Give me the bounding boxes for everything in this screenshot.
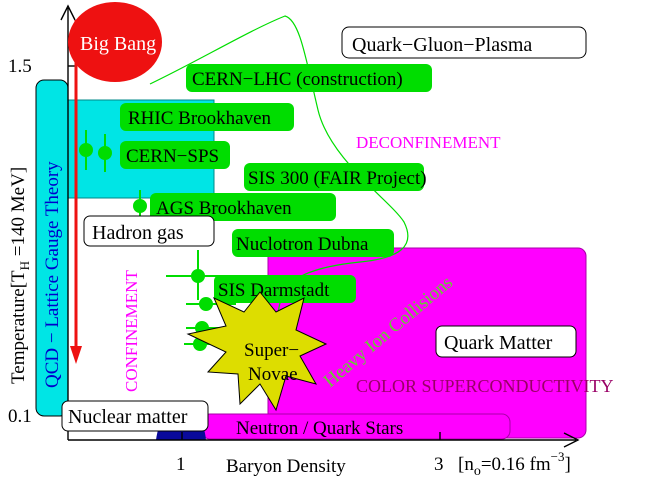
qcd-lattice-label: QCD − Lattice Gauge Theory [42,161,63,388]
qgp-box [341,26,587,59]
nuclear-matter-box [61,400,209,432]
color-superconductivity-label: COLOR SUPERCONDUCTIVITY [356,376,614,396]
supernovae-star [186,291,328,412]
qgp-label: Quark−Gluon−Plasma [352,34,532,56]
nuclotron-label: Nuclotron Dubna [236,234,369,255]
supernovae-label-1: Super− [244,340,299,361]
xtick-3: 3 [434,454,444,475]
rhic-box [120,103,294,131]
x-axis-arrow [563,432,580,448]
lhc-box [186,64,432,92]
ytick-0-1: 0.1 [8,406,32,427]
x-axis-unit: [no=0.16 fm−3] [458,449,571,479]
sis-label: SIS Darmstadt [218,280,330,301]
rhic-label: RHIC Brookhaven [128,108,272,129]
y-axis-label: Temperature[TH =140 MeV] [8,167,32,384]
lhc-label: CERN−LHC (construction) [192,69,403,90]
nuclotron-box [232,229,394,257]
sis300-label: SIS 300 (FAIR Project) [248,168,427,189]
hadron-gas-label: Hadron gas [92,222,184,244]
neutron-stars-label: Neutron / Quark Stars [236,418,403,439]
quark-matter-label: Quark Matter [444,332,553,354]
big-bang-label: Big Bang [80,33,156,55]
supernovae-label-2: Novae [248,364,298,385]
big-bang-circle [68,2,162,82]
experiment-points [79,130,236,351]
sis-box [214,275,356,303]
ags-label: AGS Brookhaven [156,198,292,219]
ags-box [150,193,336,221]
hadron-gas-box [83,215,215,247]
cooling-arrow-head [70,346,82,364]
x-axis-label: Baryon Density [226,456,346,477]
sps-box [120,141,230,169]
sps-label: CERN−SPS [126,146,219,167]
deconfinement-label: DECONFINEMENT [356,133,501,152]
ytick-1-5: 1.5 [8,56,32,77]
y-axis-arrow [60,4,76,21]
quark-matter-box [435,325,577,358]
nuclear-matter-label: Nuclear matter [68,406,188,428]
sis300-box [244,163,424,191]
confinement-label: CONFINEMENT [122,270,141,392]
xtick-1: 1 [176,454,186,475]
